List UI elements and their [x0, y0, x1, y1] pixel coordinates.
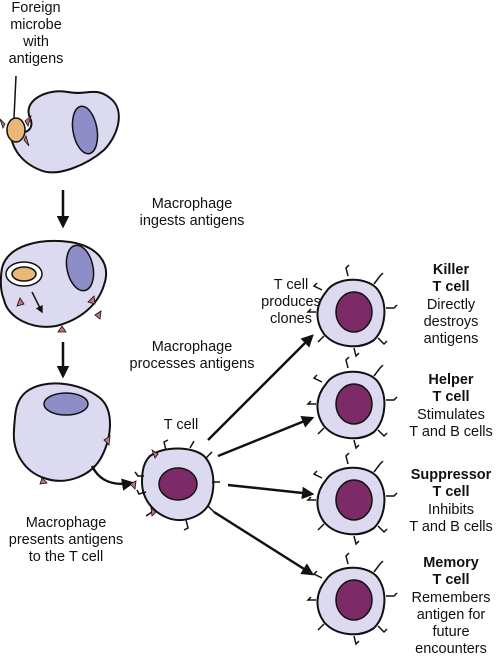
label-killer-name: Killer T cell: [432, 262, 470, 295]
t-cell-receptor: [163, 439, 169, 451]
antigen-marker: [0, 118, 6, 130]
t-cell-clone-killer: [306, 264, 398, 358]
antigen-marker: [57, 325, 67, 333]
clone-cell-nucleus: [335, 579, 373, 621]
label-presents: Macrophage presents antigens to the T ce…: [8, 515, 124, 565]
antigen-marker: [150, 507, 157, 517]
clone-cell-receptor: [317, 335, 325, 343]
antigen-marker: [16, 297, 25, 307]
clone-cell-receptor: [345, 264, 350, 277]
clone-cell-nucleus: [335, 479, 373, 521]
clone-cell-receptor: [353, 535, 360, 546]
macrophage-nucleus: [71, 105, 99, 155]
macrophage-nucleus: [43, 392, 89, 416]
foreign-microbe: [6, 117, 26, 143]
clone-arrow-helper: [217, 415, 315, 458]
clone-cell-receptor: [386, 396, 398, 401]
t-cell-clones: [306, 264, 398, 646]
macrophage-presenting: [12, 382, 111, 485]
t-cell: [129, 439, 220, 531]
macrophage-nucleus: [65, 244, 95, 292]
macrophage-engulfing: [0, 90, 120, 174]
label-helper-desc: Stimulates T and B cells: [409, 407, 493, 440]
clone-cell-receptor: [377, 525, 388, 534]
clone-cell-receptor: [353, 347, 360, 358]
clone-cell-receptor: [377, 337, 388, 346]
t-cell-receptor: [136, 489, 147, 495]
t-cell-receptor: [207, 505, 215, 513]
label-killer-desc: Directly destroys antigens: [423, 297, 479, 347]
clone-arrow-suppressor: [227, 483, 315, 500]
clone-cell-receptor: [317, 623, 325, 631]
label-helper-name: Helper T cell: [428, 372, 474, 405]
antigen-marker: [94, 310, 102, 320]
antigen-marker: [24, 114, 32, 127]
clone-cell-receptor: [312, 374, 323, 383]
ingested-microbe: [11, 266, 37, 282]
t-cell-clone-helper: [306, 356, 398, 450]
clone-cell-receptor: [317, 523, 325, 531]
clone-cell-receptor: [345, 452, 350, 465]
t-cell-clone-memory: [306, 552, 398, 646]
macrophage-ingested: [0, 239, 107, 333]
antigen-marker: [87, 295, 96, 305]
flow-arrow: [90, 465, 135, 491]
clone-arrow-memory: [213, 510, 315, 576]
label-t-cell: T cell: [163, 417, 199, 433]
clone-cell-receptor: [345, 552, 350, 565]
clone-cell-receptor: [312, 282, 323, 291]
t-cell-receptor: [189, 440, 195, 449]
antigen-marker: [23, 134, 30, 147]
clone-cell-nucleus: [335, 291, 373, 333]
antigen-marker: [129, 480, 137, 490]
clone-cell-receptor: [306, 496, 316, 501]
clone-cell-receptor: [386, 592, 398, 597]
clone-cell-receptor: [373, 560, 384, 573]
label-ingests: Macrophage ingests antigens: [139, 196, 245, 229]
clone-cell-receptor: [353, 635, 360, 646]
clone-arrow-killer: [207, 334, 314, 441]
t-cell-nucleus: [158, 467, 198, 501]
label-foreign-microbe: Foreign microbe with antigens: [8, 0, 64, 67]
clone-cell-receptor: [312, 470, 323, 479]
clone-cell-receptor: [306, 308, 316, 313]
label-memory-name: Memory T cell: [423, 555, 479, 588]
clone-cell-receptor: [317, 427, 325, 435]
clone-cell-receptor: [373, 460, 384, 473]
label-suppressor-desc: Inhibits T and B cells: [409, 502, 493, 535]
t-cell-receptor: [205, 451, 213, 459]
clone-cell-receptor: [386, 492, 398, 497]
label-processes: Macrophage processes antigens: [129, 339, 255, 372]
clone-cell-receptor: [386, 304, 398, 309]
antigen-marker: [103, 435, 111, 446]
label-memory-desc: Remembers antigen for future encounters: [411, 590, 491, 657]
t-cell-receptor: [145, 511, 153, 517]
label-produces-clones: T cell produces clones: [261, 277, 321, 327]
t-cell-receptor: [183, 519, 189, 531]
pointer-line: [13, 75, 17, 119]
antigen-marker: [39, 477, 48, 485]
clone-cell-receptor: [353, 439, 360, 450]
clone-cell-receptor: [373, 364, 384, 377]
clone-cell-receptor: [306, 596, 316, 601]
t-cell-clone-suppressor: [306, 452, 398, 546]
antigen-marker: [151, 448, 159, 459]
clone-cell-receptor: [306, 400, 316, 405]
clone-cell-receptor: [377, 429, 388, 438]
clone-cell-receptor: [377, 625, 388, 634]
label-suppressor-name: Suppressor T cell: [410, 467, 492, 500]
clone-cell-receptor: [345, 356, 350, 369]
clone-cell-receptor: [373, 272, 384, 285]
clone-cell-nucleus: [335, 383, 373, 425]
clone-cell-receptor: [312, 570, 323, 579]
t-cell-receptor: [134, 471, 144, 477]
processing-arrow: [31, 291, 43, 314]
